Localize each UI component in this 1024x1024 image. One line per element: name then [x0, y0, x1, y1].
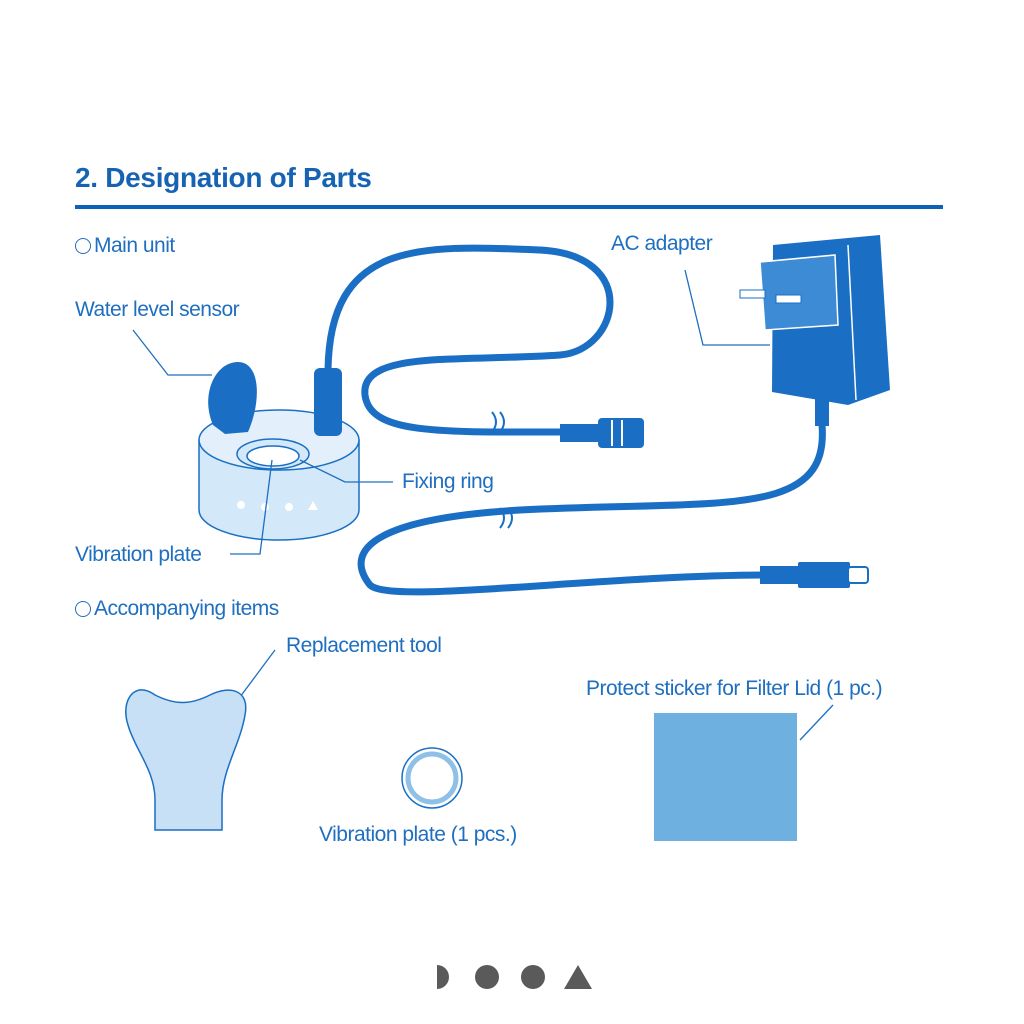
brand-logo	[437, 965, 592, 989]
accompanying-items-heading: Accompanying items	[75, 597, 279, 621]
leader-lines	[132, 269, 834, 741]
main-unit-heading-text: Main unit	[94, 234, 175, 257]
adapter-cord	[357, 424, 826, 596]
label-fixing-ring: Fixing ring	[402, 470, 494, 493]
bullet-circle-icon	[75, 601, 91, 617]
label-vibration-plate: Vibration plate	[75, 543, 202, 566]
label-replacement-tool: Replacement tool	[286, 634, 442, 657]
ac-adapter-drawing	[739, 235, 890, 426]
unit-cord	[324, 244, 614, 436]
main-unit-drawing	[198, 362, 360, 541]
label-protect-sticker: Protect sticker for Filter Lid (1 pc.)	[586, 677, 883, 700]
protect-sticker-drawing	[654, 713, 797, 841]
label-ac-adapter: AC adapter	[611, 232, 713, 255]
accompanying-items-heading-text: Accompanying items	[94, 597, 279, 620]
label-water-level-sensor: Water level sensor	[75, 298, 240, 321]
replacement-tool-drawing	[125, 689, 247, 831]
title-divider	[75, 205, 943, 209]
bullet-circle-icon	[75, 238, 91, 254]
main-unit-heading: Main unit	[75, 234, 175, 258]
vibration-plate-drawing	[401, 747, 463, 809]
break-mark	[491, 411, 505, 433]
label-vibration-plate-item: Vibration plate (1 pcs.)	[319, 823, 517, 846]
dc-plug	[760, 562, 869, 588]
cord-connector	[560, 418, 644, 448]
section-title: 2. Designation of Parts	[75, 162, 372, 193]
